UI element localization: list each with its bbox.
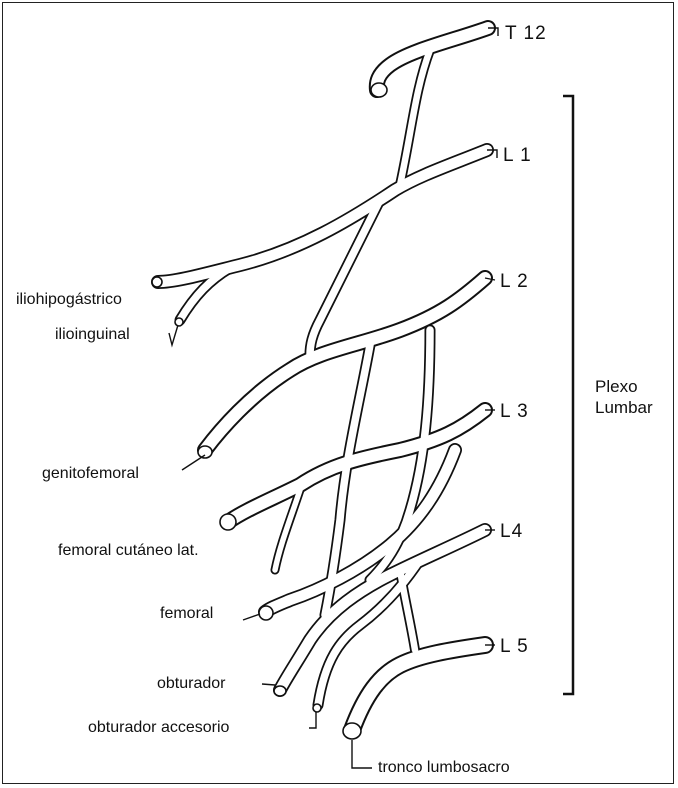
femoral-cutaneous-cut-end: [220, 514, 236, 530]
femoral-cut-end: [259, 606, 273, 620]
genitofemoral-cut-end: [198, 446, 212, 458]
plexus-bracket: [563, 96, 573, 694]
iliohypogastric-cut-end: [152, 277, 162, 287]
label-genitofemoral: genitofemoral: [42, 466, 139, 482]
ilioinguinal-leader: [169, 325, 178, 345]
label-femoral: femoral: [160, 606, 213, 622]
root-label-t12: T 12: [505, 24, 547, 43]
genitofemoral-leader: [182, 455, 205, 470]
accessory-obturator-cut-end: [313, 704, 321, 712]
obturator-cut-end: [274, 686, 286, 696]
plexus-label: Plexo Lumbar: [595, 376, 653, 419]
lumbosacral-cut-end: [343, 723, 361, 739]
plexus-label-line1: Plexo: [595, 376, 653, 397]
obturator-leader: [262, 684, 275, 685]
root-label-l3: L 3: [500, 402, 529, 421]
label-tronco-lumbosacro: tronco lumbosacro: [378, 760, 510, 776]
accessory-obturator-leader: [309, 712, 316, 728]
label-iliohipogastrico: iliohipogástrico: [16, 292, 122, 308]
label-obturador-accesorio: obturador accesorio: [88, 720, 229, 736]
femoral-leader: [243, 614, 260, 620]
root-label-l2: L 2: [500, 272, 529, 291]
root-label-l1: L 1: [503, 146, 532, 165]
label-ilioinguinal: ilioinguinal: [55, 327, 130, 343]
plexus-label-line2: Lumbar: [595, 397, 653, 418]
root-label-l5: L 5: [500, 637, 529, 656]
label-femoral-cutaneo: femoral cutáneo lat.: [58, 543, 199, 559]
root-label-l4: L4: [500, 522, 523, 541]
label-obturador: obturador: [157, 676, 226, 692]
t12-cut-end: [371, 83, 387, 97]
ilioinguinal-cut-end: [175, 318, 183, 326]
lumbosacral-leader: [352, 740, 372, 768]
